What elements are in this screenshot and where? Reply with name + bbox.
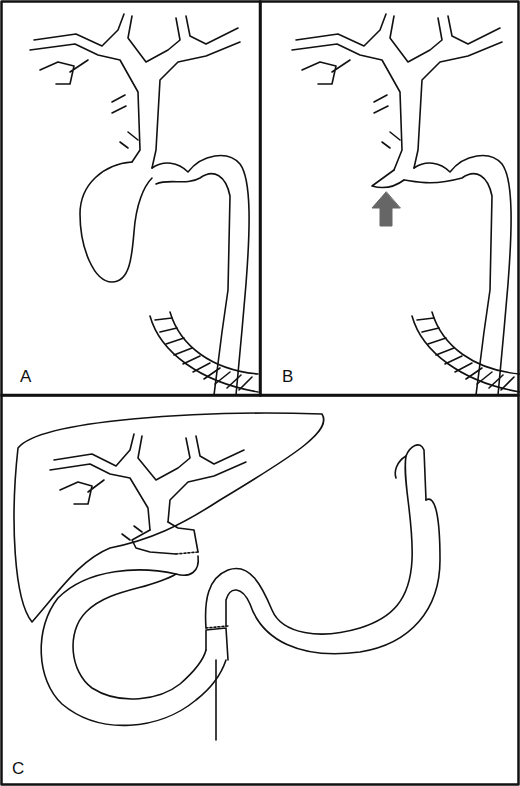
panel-letter: A xyxy=(20,368,31,385)
panel-letter: B xyxy=(282,368,293,385)
pointer-arrow xyxy=(372,192,400,226)
panel-letter: C xyxy=(12,760,24,777)
panel-c-drawing xyxy=(14,413,440,740)
panel-a-drawing xyxy=(30,14,258,395)
panel-frame xyxy=(260,2,519,396)
panel-frame xyxy=(2,395,519,785)
panel-b-drawing xyxy=(292,14,520,395)
panel-frame xyxy=(2,2,261,396)
